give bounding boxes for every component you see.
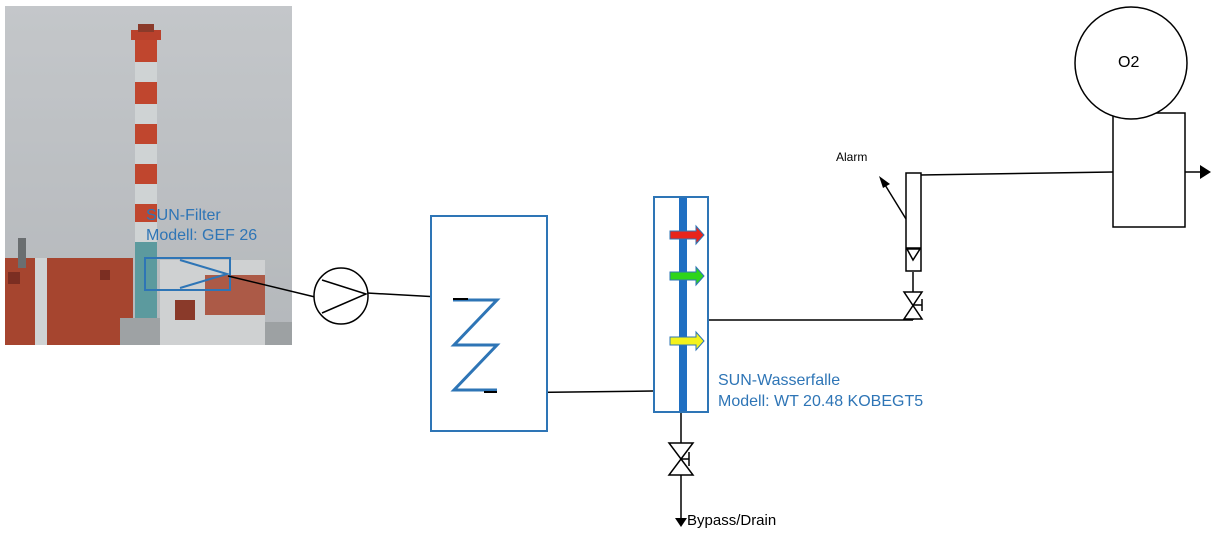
o2-analyzer-icon xyxy=(1075,7,1202,227)
waterfall-unit xyxy=(654,197,708,412)
filter-model-label: Modell: GEF 26 xyxy=(146,226,257,245)
pump-icon xyxy=(314,268,368,324)
filter-name-label: SUN-Filter xyxy=(146,206,221,225)
alarm-label: Alarm xyxy=(836,150,867,164)
outlet-arrow-icon xyxy=(1200,165,1211,179)
flowmeter-icon xyxy=(882,173,922,319)
drain-arrow-icon xyxy=(675,518,687,527)
cooler-icon xyxy=(431,216,547,431)
pipe-to-o2 xyxy=(920,172,1113,175)
bypass-valve-icon xyxy=(669,443,693,475)
waterfall-model-label: Modell: WT 20.48 KOBEGT5 xyxy=(718,392,923,411)
bypass-drain-label: Bypass/Drain xyxy=(687,512,776,530)
waterfall-name-label: SUN-Wasserfalle xyxy=(718,371,840,390)
alarm-arrow-icon xyxy=(879,176,890,188)
chimney-photo xyxy=(5,6,292,345)
o2-label: O2 xyxy=(1118,53,1139,72)
